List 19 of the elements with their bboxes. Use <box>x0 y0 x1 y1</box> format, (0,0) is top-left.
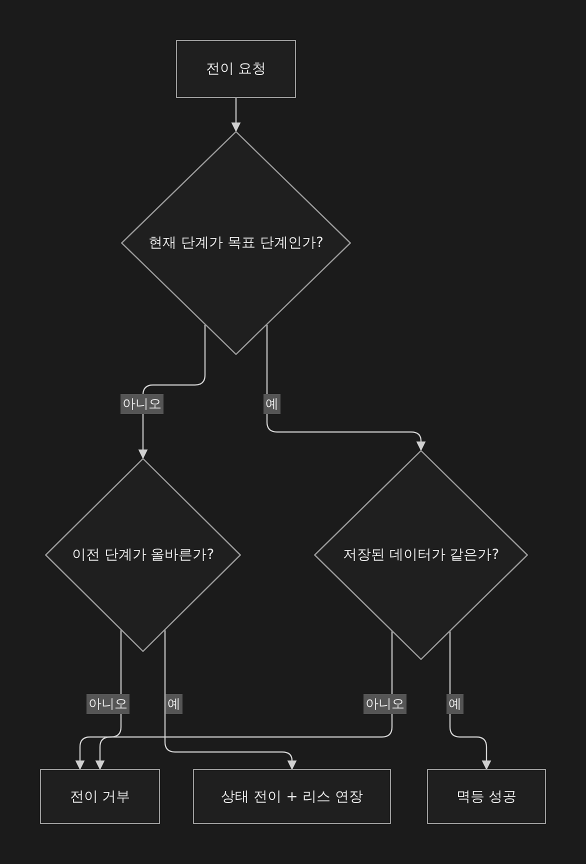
process-box: 멱등 성공 <box>427 769 546 824</box>
decision-diamond: 저장된 데이터가 같은가? <box>314 450 528 660</box>
edge-label: 아니오 <box>120 394 164 414</box>
decision-diamond: 현재 단계가 목표 단계인가? <box>121 131 351 355</box>
process-box: 전이 거부 <box>40 769 160 824</box>
edge-label: 아니오 <box>364 694 406 714</box>
arrow <box>449 632 492 770</box>
arrow <box>138 324 206 459</box>
arrow <box>164 630 297 770</box>
arrow <box>266 324 426 451</box>
edge-label: 예 <box>446 694 464 714</box>
edge-label: 예 <box>264 394 280 414</box>
process-box: 상태 전이 + 리스 연장 <box>193 769 391 824</box>
process-box: 전이 요청 <box>176 40 296 98</box>
decision-diamond: 이전 단계가 올바른가? <box>45 458 241 652</box>
arrow <box>231 98 241 132</box>
edge-label: 예 <box>166 694 182 714</box>
arrow <box>75 632 393 770</box>
edge-label: 아니오 <box>86 694 130 714</box>
